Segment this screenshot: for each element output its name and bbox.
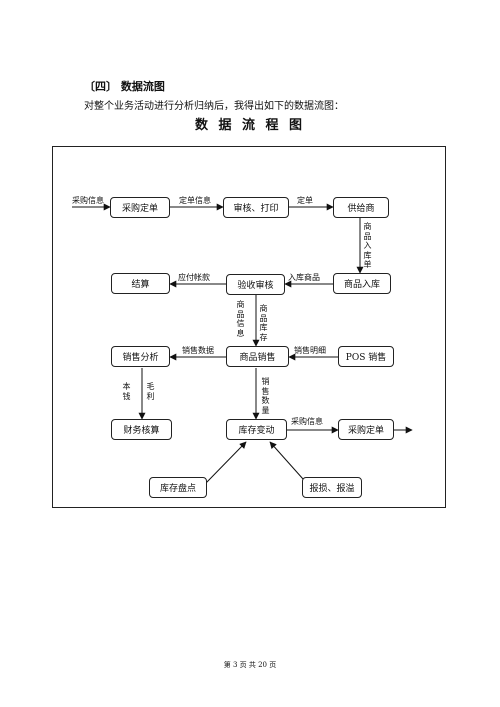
flow-dingdan-xinxi: 定单信息 bbox=[179, 196, 211, 205]
flow-xiaoshou-shuliang: 销售数量 bbox=[261, 377, 270, 415]
flow-shangpin-xinxi: 商品信息 bbox=[236, 300, 245, 338]
flow-dingdan: 定单 bbox=[297, 196, 313, 205]
page-footer: 第 3 页 共 20 页 bbox=[223, 661, 277, 669]
flow-caigou-xinxi-in: 采购信息 bbox=[72, 196, 104, 205]
intro-text: 对整个业务活动进行分析归纳后，我得出如下的数据流图： bbox=[84, 101, 344, 112]
flow-maoli: 毛利 bbox=[146, 382, 155, 401]
arrow-baosun bbox=[269, 441, 304, 480]
flow-yingfu-zhangkuan: 应付帐款 bbox=[178, 273, 210, 282]
flow-shangpin-ruku-dan: 商品入库单 bbox=[363, 222, 372, 269]
node-caigou-dingdan-2: 采购定单 bbox=[338, 419, 394, 440]
flow-xiaoshou-shuju: 销售数据 bbox=[182, 346, 214, 355]
node-jiesuan: 结算 bbox=[111, 273, 170, 294]
node-yanshou-shenhe: 验收审核 bbox=[226, 274, 285, 295]
flow-caigou-xinxi-out: 采购信息 bbox=[291, 417, 323, 426]
node-caigou-dingdan: 采购定单 bbox=[110, 197, 170, 218]
node-shangpin-ruku: 商品入库 bbox=[333, 273, 391, 294]
flow-shangpin-kucun: 商品库存 bbox=[259, 304, 268, 342]
flow-benqian: 本钱 bbox=[122, 382, 131, 401]
arrow-pandian bbox=[205, 441, 247, 484]
node-kucun-biandong: 库存变动 bbox=[226, 419, 287, 440]
node-caiwu-hesuan: 财务核算 bbox=[111, 419, 172, 440]
diagram-frame bbox=[52, 146, 446, 508]
node-gongjishang: 供给商 bbox=[333, 197, 389, 218]
node-kucun-pandian: 库存盘点 bbox=[149, 477, 207, 498]
node-xiaoshou-fenxi: 销售分析 bbox=[111, 346, 170, 367]
flow-xiaoshou-mingxi: 销售明细 bbox=[294, 346, 326, 355]
section-heading: 〔四〕 数据流图 bbox=[84, 80, 165, 93]
node-shangpin-xiaoshou: 商品销售 bbox=[226, 346, 289, 367]
node-shenhe-dayin: 审核、打印 bbox=[223, 197, 289, 218]
node-baosun-baoyi: 报损、报溢 bbox=[302, 477, 362, 498]
diagram-title: 数 据 流 程 图 bbox=[194, 118, 306, 133]
node-pos-xiaoshou: POS 销售 bbox=[338, 346, 394, 367]
flow-ruku-shangpin: 入库商品 bbox=[288, 273, 320, 282]
